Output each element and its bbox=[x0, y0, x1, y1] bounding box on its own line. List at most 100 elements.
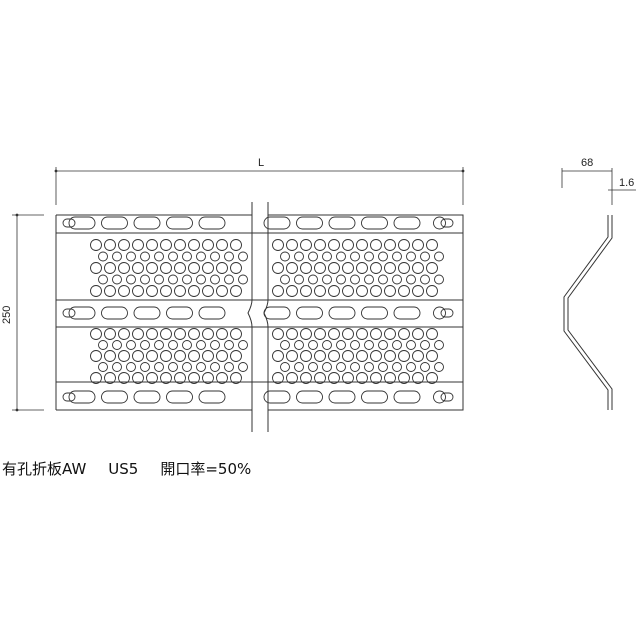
round-hole bbox=[364, 251, 374, 262]
round-hole bbox=[154, 251, 164, 262]
round-hole bbox=[126, 340, 136, 350]
slot-hole bbox=[440, 392, 454, 402]
round-hole bbox=[174, 285, 186, 297]
round-hole bbox=[322, 340, 332, 350]
slot-hole bbox=[393, 306, 421, 320]
slot-hole bbox=[101, 216, 128, 230]
round-hole bbox=[126, 362, 136, 372]
slot-hole bbox=[361, 306, 388, 320]
round-hole bbox=[168, 274, 178, 285]
round-hole bbox=[174, 239, 186, 251]
round-hole bbox=[126, 274, 136, 285]
round-hole bbox=[336, 274, 346, 285]
round-hole bbox=[322, 274, 332, 285]
slot-hole bbox=[328, 216, 356, 230]
round-hole bbox=[272, 350, 284, 362]
round-hole bbox=[434, 251, 444, 262]
round-hole bbox=[294, 340, 304, 350]
round-hole bbox=[202, 262, 214, 274]
round-hole bbox=[356, 239, 368, 251]
round-hole bbox=[104, 328, 116, 340]
round-hole bbox=[140, 362, 150, 372]
round-hole bbox=[140, 340, 150, 350]
round-hole bbox=[272, 262, 284, 274]
slot-hole bbox=[433, 306, 446, 320]
round-hole bbox=[188, 350, 200, 362]
round-hole bbox=[370, 328, 382, 340]
round-hole bbox=[90, 328, 102, 340]
round-hole bbox=[398, 285, 410, 297]
round-hole bbox=[392, 340, 402, 350]
round-hole bbox=[90, 350, 102, 362]
round-hole bbox=[224, 251, 234, 262]
round-hole bbox=[188, 262, 200, 274]
round-hole bbox=[160, 239, 172, 251]
perforation-pattern bbox=[62, 216, 454, 404]
round-hole bbox=[328, 262, 340, 274]
round-hole bbox=[384, 328, 396, 340]
round-hole bbox=[300, 328, 312, 340]
round-hole bbox=[280, 362, 290, 372]
slot-hole bbox=[133, 390, 161, 404]
round-hole bbox=[342, 285, 354, 297]
round-hole bbox=[118, 285, 130, 297]
round-hole bbox=[286, 262, 298, 274]
round-hole bbox=[280, 274, 290, 285]
round-hole bbox=[202, 285, 214, 297]
round-hole bbox=[378, 362, 388, 372]
round-hole bbox=[238, 274, 248, 285]
slot-hole bbox=[133, 216, 161, 230]
round-hole bbox=[328, 285, 340, 297]
round-hole bbox=[154, 274, 164, 285]
round-hole bbox=[364, 362, 374, 372]
round-hole bbox=[140, 251, 150, 262]
round-hole bbox=[294, 274, 304, 285]
round-hole bbox=[202, 372, 214, 384]
round-hole bbox=[112, 274, 122, 285]
round-hole bbox=[230, 262, 242, 274]
round-hole bbox=[230, 350, 242, 362]
slot-hole bbox=[62, 308, 76, 318]
round-hole bbox=[224, 274, 234, 285]
round-hole bbox=[286, 285, 298, 297]
slot-hole bbox=[263, 216, 291, 230]
round-hole bbox=[118, 372, 130, 384]
round-hole bbox=[118, 239, 130, 251]
round-hole bbox=[272, 372, 284, 384]
round-hole bbox=[308, 340, 318, 350]
round-hole bbox=[188, 372, 200, 384]
round-hole bbox=[210, 362, 220, 372]
slot-hole bbox=[433, 390, 446, 404]
round-hole bbox=[238, 251, 248, 262]
slot-hole bbox=[296, 306, 323, 320]
round-hole bbox=[146, 262, 158, 274]
round-hole bbox=[412, 328, 424, 340]
round-hole bbox=[132, 328, 144, 340]
round-hole bbox=[90, 262, 102, 274]
round-hole bbox=[132, 285, 144, 297]
round-hole bbox=[322, 362, 332, 372]
slot-hole bbox=[198, 216, 226, 230]
round-hole bbox=[126, 251, 136, 262]
round-hole bbox=[308, 274, 318, 285]
round-hole bbox=[196, 274, 206, 285]
round-hole bbox=[90, 372, 102, 384]
round-hole bbox=[426, 239, 438, 251]
round-hole bbox=[314, 285, 326, 297]
plate-outline bbox=[55, 202, 464, 432]
slot-hole bbox=[198, 390, 226, 404]
round-hole bbox=[160, 328, 172, 340]
round-hole bbox=[412, 350, 424, 362]
round-hole bbox=[350, 340, 360, 350]
round-hole bbox=[160, 350, 172, 362]
round-hole bbox=[132, 262, 144, 274]
round-hole bbox=[426, 285, 438, 297]
round-hole bbox=[398, 350, 410, 362]
round-hole bbox=[118, 328, 130, 340]
round-hole bbox=[314, 350, 326, 362]
slot-hole bbox=[263, 390, 291, 404]
slot-hole bbox=[166, 216, 193, 230]
round-hole bbox=[188, 285, 200, 297]
slot-hole bbox=[393, 390, 421, 404]
round-hole bbox=[154, 362, 164, 372]
